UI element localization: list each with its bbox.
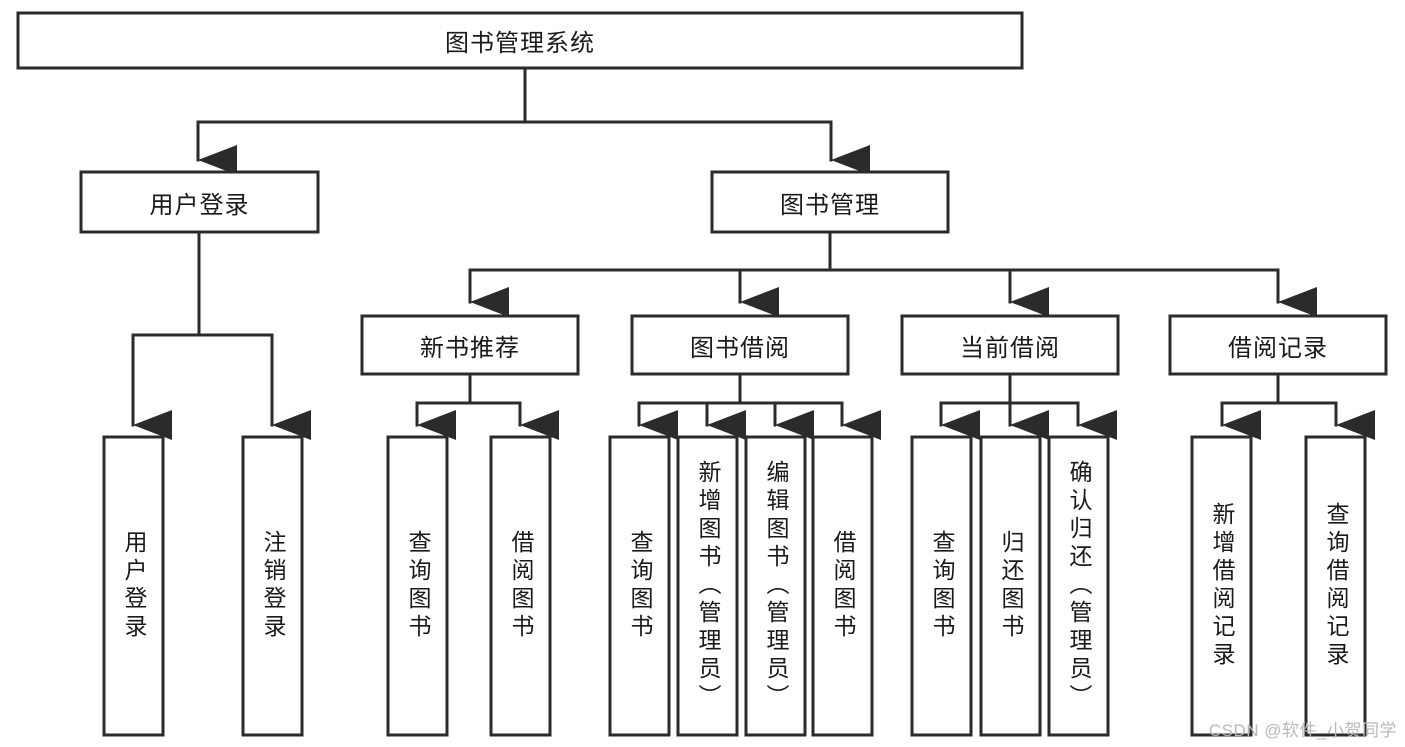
node-user-login[interactable] [79,170,320,234]
leaf-user-login-0[interactable] [102,435,165,737]
leaf-current-borrow-1[interactable] [979,435,1042,737]
node-new-book-recommend[interactable] [360,314,580,376]
leaf-current-borrow-2[interactable] [1047,435,1110,737]
node-current-borrow[interactable] [900,314,1120,376]
leaf-borrow-record-0[interactable] [1190,435,1253,737]
leaf-book-borrow-0[interactable] [608,435,671,737]
leaf-book-borrow-2[interactable] [744,435,807,737]
leaf-book-borrow-1[interactable] [676,435,739,737]
watermark: CSDN @软件_小贺同学 [1208,721,1397,740]
leaf-book-borrow-3[interactable] [811,435,874,737]
node-book-borrow[interactable] [630,314,850,376]
node-book-management[interactable] [710,170,950,234]
leaf-borrow-record-1[interactable] [1304,435,1367,737]
node-root-book-management-system[interactable] [16,11,1024,70]
node-borrow-record[interactable] [1168,314,1388,376]
leaf-new-book-recommend-1[interactable] [489,435,552,737]
leaf-user-login-1[interactable] [241,435,304,737]
leaf-current-borrow-0[interactable] [910,435,973,737]
leaf-new-book-recommend-0[interactable] [386,435,449,737]
